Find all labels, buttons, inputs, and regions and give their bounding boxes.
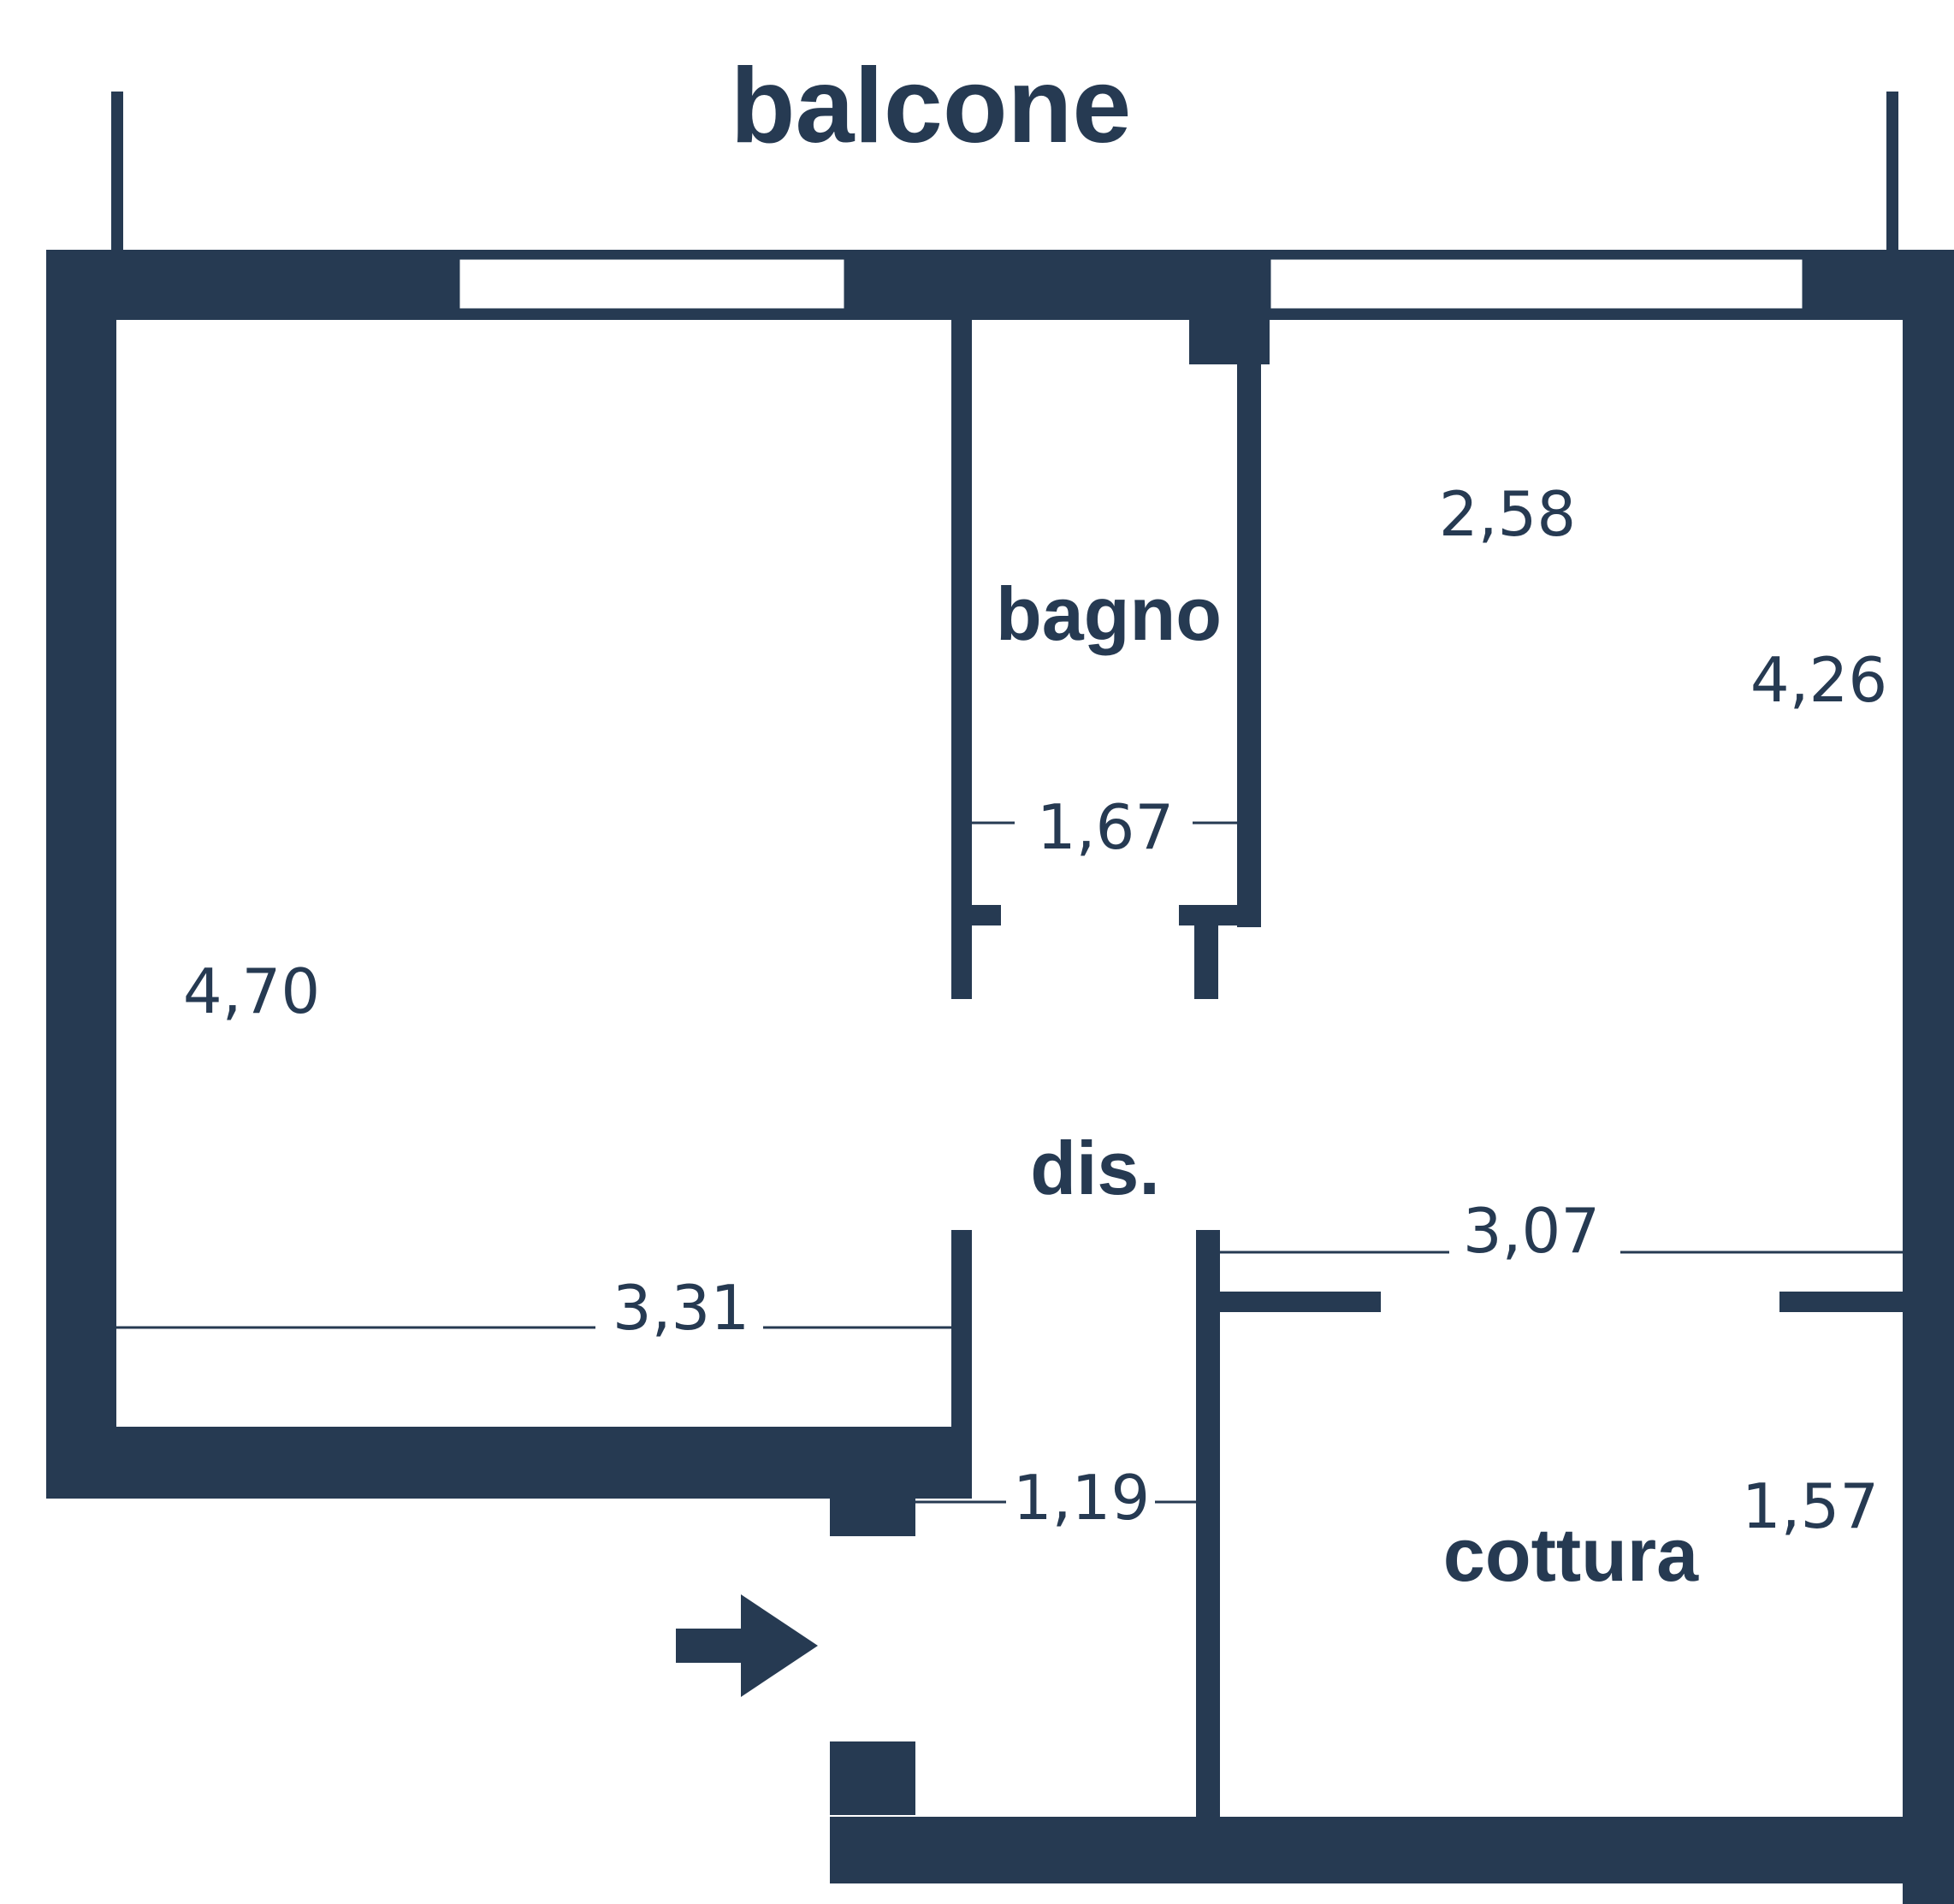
dim-left-room-width: 3,31 [613, 1272, 749, 1344]
room-label-dis: dis. [1030, 1126, 1160, 1210]
entrance-arrow-icon [676, 1594, 818, 1697]
window-right [1268, 257, 1805, 311]
dim-corridor-width: 1,19 [1013, 1462, 1150, 1534]
room-label-bagno: bagno [996, 571, 1222, 656]
dim-right-room-width: 2,58 [1439, 478, 1576, 550]
wall-left-room-right-lower [951, 1230, 972, 1499]
entrance-jamb-bottom [830, 1741, 915, 1815]
wall-bottom [830, 1817, 1954, 1883]
dim-left-room-height: 4,70 [183, 955, 320, 1027]
wall-cottura-left [1196, 1230, 1220, 1817]
wall-left-room-bottom [46, 1427, 972, 1499]
room-label-balcone: balcone [731, 47, 1132, 165]
dim-bagno-width: 1,67 [1037, 791, 1174, 863]
entrance-jamb-top [830, 1473, 915, 1536]
balcony-post-right [1886, 92, 1898, 254]
wall-bagno-right [1237, 320, 1261, 927]
bagno-door-stub-right [1179, 905, 1261, 925]
room-label-cottura: cottura [1443, 1512, 1699, 1597]
wall-cottura-top-left [1196, 1292, 1381, 1312]
dim-cottura-height: 1,57 [1742, 1470, 1879, 1542]
balcony-post-left [111, 92, 123, 254]
dim-cottura-width: 3,07 [1463, 1195, 1600, 1267]
wall-cottura-top-right [1779, 1292, 1903, 1312]
column-top [1189, 310, 1270, 364]
window-left [457, 257, 847, 311]
wall-right [1903, 250, 1954, 1904]
wall-bagno-left [951, 320, 972, 999]
wall-left [46, 250, 116, 1499]
bagno-door-stub-left [951, 905, 1001, 925]
dim-right-room-height: 4,26 [1750, 644, 1887, 716]
bagno-door-jamb-right [1194, 905, 1218, 999]
